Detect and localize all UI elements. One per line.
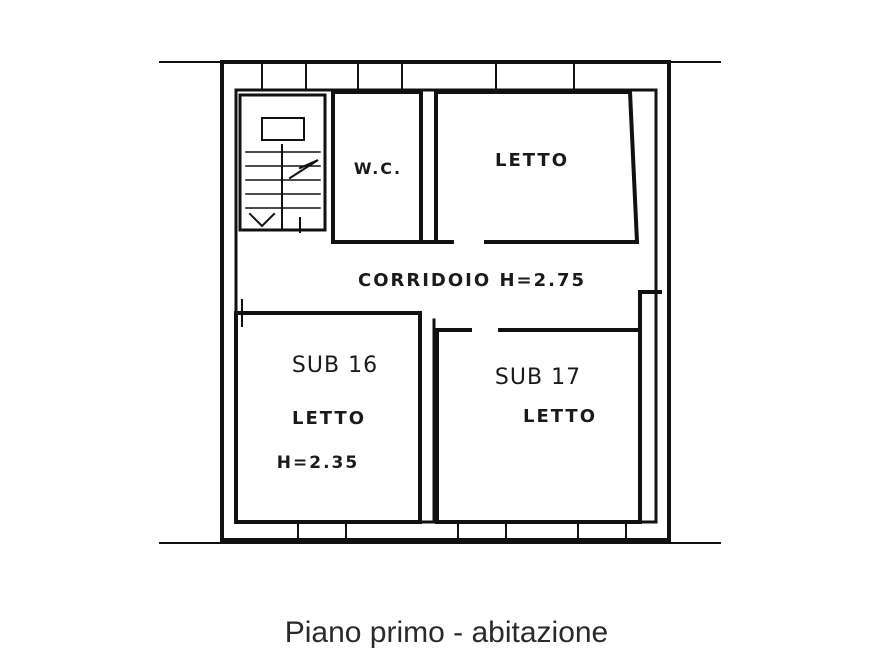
letto-top-walls	[434, 90, 640, 244]
room-labels: W.C. LETTO CORRIDOIO H=2.75 SUB 16 LETTO…	[277, 150, 597, 473]
window-top-1	[261, 61, 307, 91]
label-wc: W.C.	[354, 159, 402, 178]
outer-wall-outer	[220, 60, 671, 542]
label-letto-sub17: LETTO	[523, 406, 597, 427]
window-bottom-2	[457, 521, 507, 541]
floor-plan: W.C. LETTO CORRIDOIO H=2.75 SUB 16 LETTO…	[159, 60, 721, 544]
window-bottom-1	[297, 521, 347, 541]
label-letto-top: LETTO	[495, 150, 569, 171]
stair-top-landing	[261, 117, 305, 141]
plan-caption: Piano primo - abitazione	[284, 616, 609, 649]
plan-lines	[159, 60, 721, 544]
stair-arrow	[288, 159, 319, 180]
window-top-2	[357, 61, 403, 91]
label-corridor: CORRIDOIO H=2.75	[358, 270, 586, 291]
label-letto-sub16: LETTO	[292, 408, 366, 429]
wc-walls	[331, 90, 423, 244]
label-sub16: SUB 16	[292, 353, 378, 378]
stairwell	[238, 93, 327, 232]
label-sub17: SUB 17	[495, 365, 581, 390]
window-bottom-3	[577, 521, 627, 541]
window-top-3	[495, 61, 575, 91]
label-height-sub16: H=2.35	[277, 453, 359, 473]
sub17-walls	[435, 328, 642, 524]
